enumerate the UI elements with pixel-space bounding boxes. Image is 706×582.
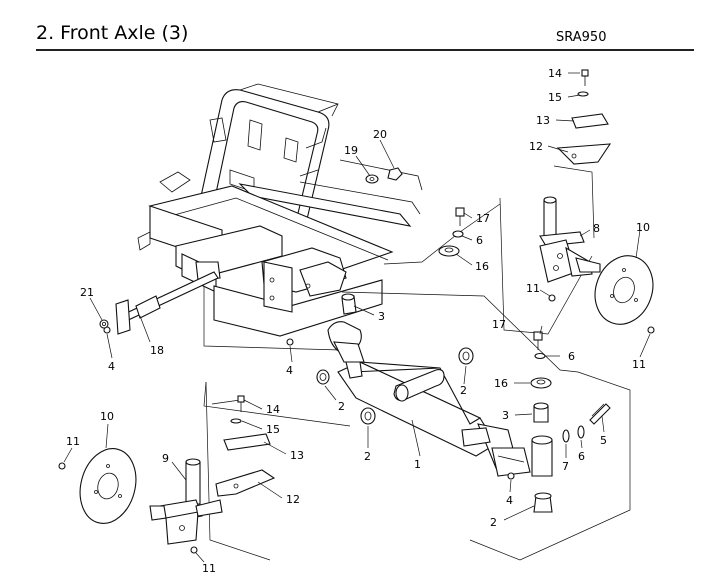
hardware xyxy=(58,69,655,554)
callout-7: 7 xyxy=(562,460,569,473)
callout-18: 18 xyxy=(150,344,164,357)
callout-13: 13 xyxy=(536,114,550,127)
callout-20: 20 xyxy=(373,128,387,141)
model-code: SRA950 xyxy=(556,30,607,45)
leader-lines xyxy=(63,72,651,563)
callout-17: 17 xyxy=(492,318,506,331)
callout-11: 11 xyxy=(632,358,646,371)
callout-14: 14 xyxy=(266,403,280,416)
callout-15: 15 xyxy=(266,423,280,436)
callout-6: 6 xyxy=(578,450,585,463)
callout-2: 2 xyxy=(364,450,371,463)
callout-5: 5 xyxy=(600,434,607,447)
callout-10: 10 xyxy=(636,221,650,234)
callout-4: 4 xyxy=(506,494,513,507)
callout-3: 3 xyxy=(378,310,385,323)
upper-steering-arms xyxy=(556,113,612,165)
front-axle-beam xyxy=(327,321,531,477)
callout-19: 19 xyxy=(344,144,358,157)
bushings xyxy=(316,245,553,513)
callout-14: 14 xyxy=(548,67,562,80)
tie-rod-assembly xyxy=(99,271,219,335)
callout-4: 4 xyxy=(286,364,293,377)
callout-2: 2 xyxy=(338,400,345,413)
chassis-frame xyxy=(137,83,423,337)
callout-2: 2 xyxy=(460,384,467,397)
lower-steering-arms xyxy=(215,433,276,497)
callout-21: 21 xyxy=(80,286,94,299)
page-title: 2. Front Axle (3) xyxy=(36,22,189,44)
callout-1: 1 xyxy=(414,458,421,471)
header-rule xyxy=(36,49,694,51)
callout-11: 11 xyxy=(526,282,540,295)
callout-4: 4 xyxy=(108,360,115,373)
callout-labels: 14 15 13 12 20 19 17 6 8 10 16 11 11 21 … xyxy=(66,67,650,575)
callout-11: 11 xyxy=(66,435,80,448)
callout-16: 16 xyxy=(494,377,508,390)
left-knuckle xyxy=(149,458,223,545)
callout-3: 3 xyxy=(502,409,509,422)
left-brake-disc xyxy=(79,448,137,524)
callout-6: 6 xyxy=(568,350,575,363)
callout-13: 13 xyxy=(290,449,304,462)
page-header: 2. Front Axle (3) SRA950 xyxy=(0,0,706,52)
callout-12: 12 xyxy=(529,140,543,153)
assembly-group-lines xyxy=(203,165,631,561)
right-knuckle xyxy=(539,196,601,283)
callout-12: 12 xyxy=(286,493,300,506)
callout-17: 17 xyxy=(476,212,490,225)
callout-6: 6 xyxy=(476,234,483,247)
callout-2: 2 xyxy=(490,516,497,529)
callout-15: 15 xyxy=(548,91,562,104)
callout-11: 11 xyxy=(202,562,216,575)
callout-10: 10 xyxy=(100,410,114,423)
callout-8: 8 xyxy=(593,222,600,235)
callout-16: 16 xyxy=(475,260,489,273)
callout-9: 9 xyxy=(162,452,169,465)
right-brake-disc xyxy=(594,255,654,325)
